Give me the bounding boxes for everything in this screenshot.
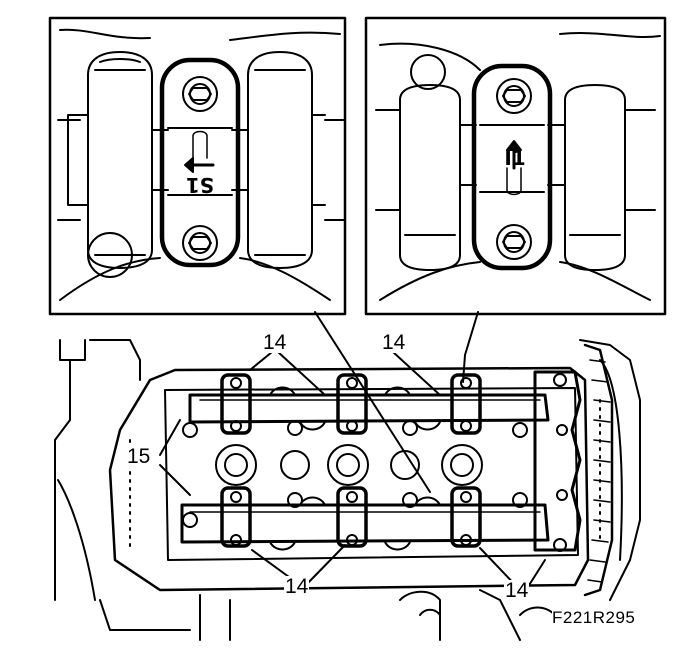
leader-line-right [462,311,479,383]
detail-frame-right [364,16,667,316]
detail-frame-left [48,16,347,316]
bearing-block-left-r [399,84,461,271]
bearing-cap-upper-1 [220,373,252,435]
callout-15: 15 [126,445,152,468]
bearing-cap-lower-1 [220,486,252,548]
bearing-cap-right [471,63,553,271]
bearing-cap-lower-3 [450,486,482,548]
camshaft-exhaust [180,503,550,544]
callout-14-top-right: 14 [381,331,407,354]
timing-chain [583,343,614,597]
bearing-block-right-r [564,84,626,271]
bearing-cap-upper-2 [336,373,368,435]
cylinder-head-outline [108,366,590,592]
bearing-cap-lower-2 [336,486,368,548]
bearing-block-right [247,51,313,269]
camshaft-intake [188,393,550,424]
bolt-hole-circle-right [410,54,446,90]
bearing-cap-upper-3 [450,373,482,435]
timing-cover [533,370,582,552]
callout-14-bottom-right: 14 [504,579,530,602]
svg-text:S1: S1 [186,173,214,197]
callout-leader [249,351,273,371]
callout-14-top-left: 14 [262,331,288,354]
bearing-cap-left [159,57,241,268]
engine-view [54,339,641,641]
cap-marking-right: I1 [504,146,525,170]
leader-line-left [314,311,431,493]
figure-code: F221R295 [552,608,636,628]
cap-marking-left: S1 [186,173,214,197]
callout-14-bottom-left: 14 [284,575,310,598]
detail-view-left [48,16,347,316]
detail-view-right [364,16,667,316]
bearing-block-left [87,51,153,269]
